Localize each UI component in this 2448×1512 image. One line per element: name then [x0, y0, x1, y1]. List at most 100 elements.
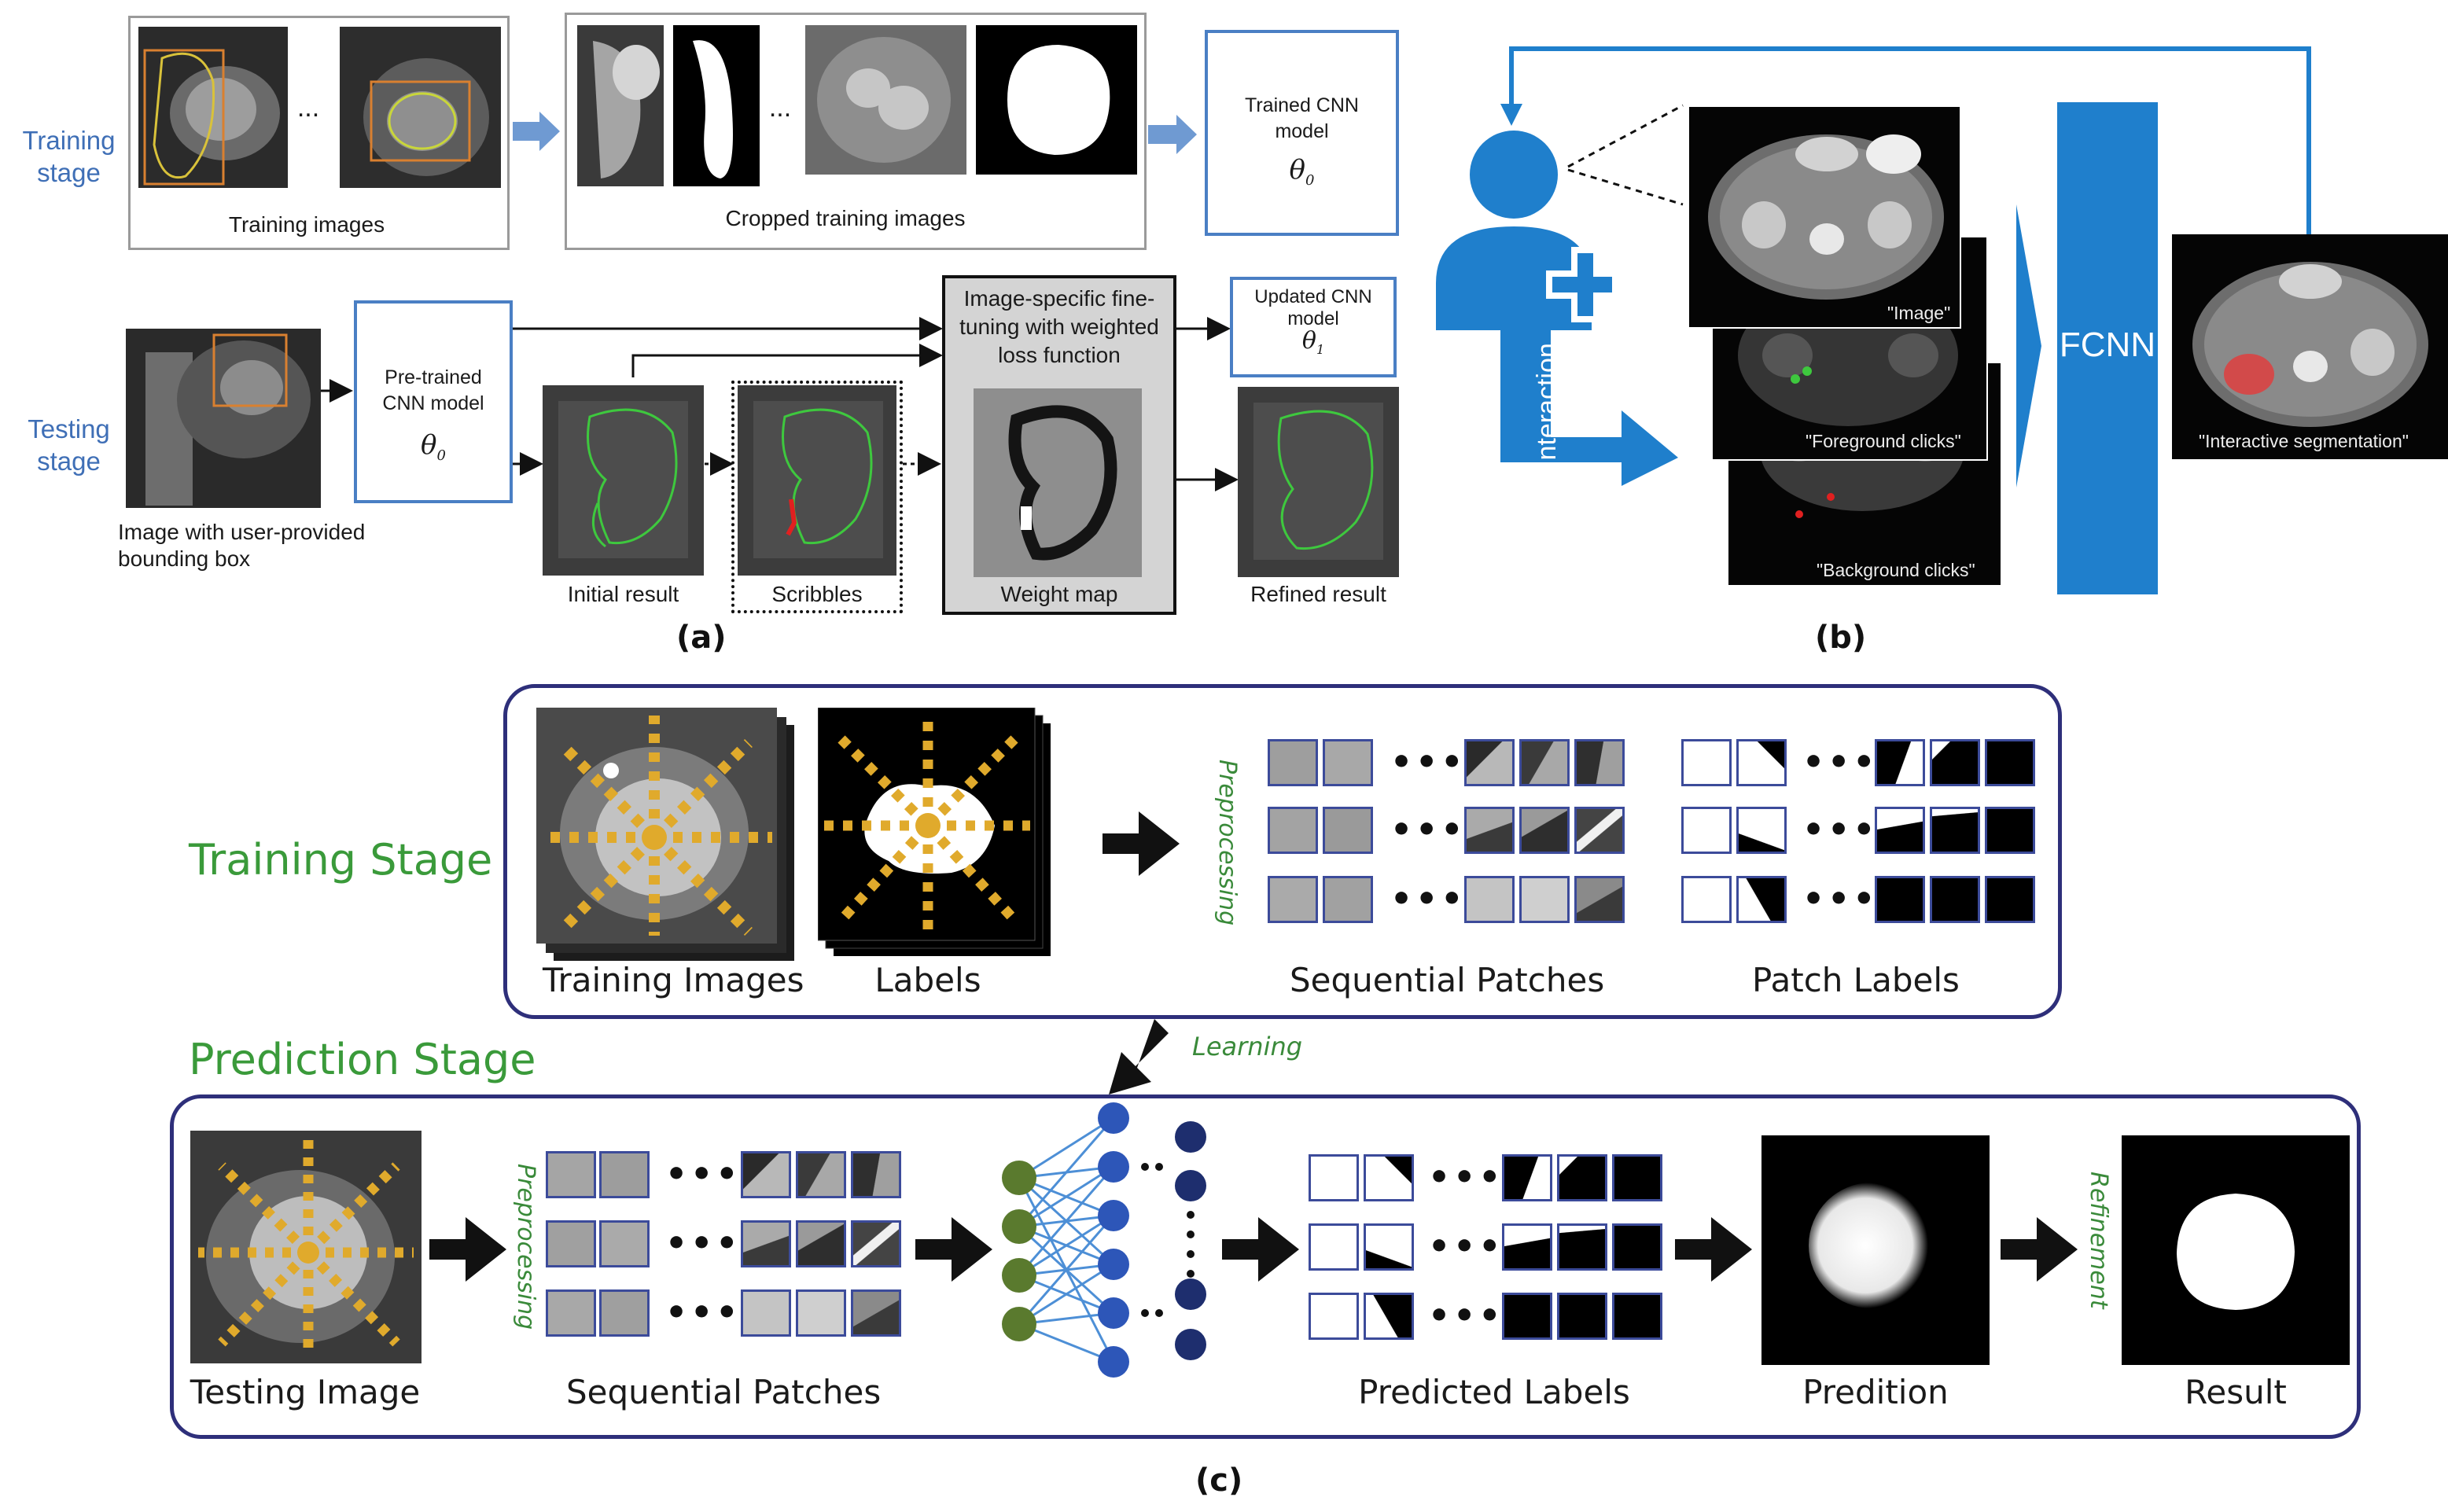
- prediction-stage-title: Prediction Stage: [189, 1035, 536, 1084]
- refinement-label: Refinement: [2085, 1172, 2112, 1309]
- training-mri-2: [340, 27, 501, 188]
- cropped-mri-1: [577, 25, 664, 186]
- train-patch: [1268, 876, 1318, 923]
- patch-label: [1985, 807, 2035, 854]
- testing-mri-bbox: [126, 329, 321, 508]
- testing-image-label: Testing Image: [190, 1373, 421, 1411]
- train-patch: [1519, 739, 1570, 786]
- patch-label: [1985, 876, 2035, 923]
- training-ellipsis: ...: [296, 93, 320, 123]
- ct-image: [1688, 105, 1961, 329]
- panel-c-letter: (c): [1195, 1462, 1243, 1499]
- prediction-image: [1761, 1135, 1990, 1365]
- finetune-line1: Image-specific fine-: [963, 286, 1155, 311]
- cropped-mri-2: [805, 25, 966, 175]
- training-stage-title: Training Stage: [189, 835, 493, 885]
- arrow-train-2: [1148, 115, 1197, 154]
- train-patch: [1268, 807, 1318, 854]
- initial-result-image: [543, 385, 704, 576]
- learning-label: Learning: [1192, 1032, 1303, 1061]
- labels-stack: [818, 708, 1051, 956]
- patch-label: [1736, 876, 1787, 923]
- callout-lines: [1567, 104, 1684, 206]
- predicted-label: [1502, 1154, 1552, 1201]
- sequential-patches-label-training: Sequential Patches: [1290, 961, 1605, 999]
- train-patch: [1323, 807, 1373, 854]
- predicted-labels-label: Predicted Labels: [1358, 1373, 1630, 1411]
- train-patch: [1519, 876, 1570, 923]
- train-patch: [1323, 876, 1373, 923]
- train-patch: [1268, 739, 1318, 786]
- fcnn-block: [2057, 102, 2158, 594]
- pred-patch: [599, 1289, 650, 1337]
- finetune-line2: tuning with weighted: [959, 315, 1159, 339]
- trained-theta0: θ0: [1289, 154, 1315, 189]
- updated-line2: model: [1287, 308, 1339, 329]
- train-patch: [1519, 807, 1570, 854]
- panel-a-letter: (a): [676, 620, 727, 656]
- train-patch: [1574, 876, 1625, 923]
- pred-patch: [741, 1289, 791, 1337]
- pred-patch: [851, 1289, 901, 1337]
- train-dots-3: •••: [1390, 879, 1467, 919]
- preprocessing-label-training: Preprocessing: [1213, 760, 1241, 926]
- interaction-label: Interaction: [1532, 343, 1562, 468]
- pred-patch: [851, 1151, 901, 1198]
- train-dots-1: •••: [1390, 742, 1467, 782]
- pred-patch: [851, 1220, 901, 1267]
- label-dots-3: •••: [1802, 879, 1879, 919]
- updated-cnn-box: Updated CNN model θ1: [1230, 277, 1397, 377]
- panel-b-letter: (b): [1815, 620, 1867, 656]
- patch-label: [1681, 876, 1732, 923]
- patch-label: [1985, 739, 2035, 786]
- user-icon: [1436, 131, 1612, 330]
- weight-map-image: [974, 388, 1142, 577]
- pred-dots-3: •••: [665, 1293, 742, 1333]
- predicted-label: [1364, 1154, 1414, 1201]
- weight-map-label: Weight map: [1000, 582, 1118, 606]
- pred-patch: [741, 1220, 791, 1267]
- patch-label: [1736, 739, 1787, 786]
- cropped-images-label: Cropped training images: [725, 206, 966, 230]
- label-dots-1: •••: [1802, 742, 1879, 782]
- pred-patch: [546, 1151, 596, 1198]
- train-patch: [1464, 739, 1515, 786]
- training-stage-frame: [503, 684, 2062, 1019]
- train-dots-2: •••: [1390, 810, 1467, 850]
- trained-model-line2: model: [1275, 120, 1329, 142]
- pretrained-line1: Pre-trained: [385, 366, 482, 388]
- sequential-patches-label-prediction: Sequential Patches: [566, 1373, 882, 1411]
- interaction-arrow: [1500, 322, 1678, 486]
- label-dots-2: •••: [1802, 810, 1879, 850]
- predicted-label: [1309, 1293, 1359, 1340]
- patch-label: [1681, 739, 1732, 786]
- labels-label: Labels: [874, 961, 981, 999]
- finetune-line3: loss function: [998, 343, 1121, 367]
- result-image: [2122, 1135, 2350, 1365]
- training-images-label: Training Images: [543, 961, 804, 999]
- training-stage-label: Training stage: [22, 126, 116, 187]
- predicted-label: [1612, 1154, 1662, 1201]
- patch-label: [1930, 807, 1980, 854]
- training-ct-stack: [536, 708, 794, 961]
- patch-label: [1736, 807, 1787, 854]
- pred-patch: [796, 1220, 846, 1267]
- training-images-label: Training images: [228, 212, 385, 237]
- predicted-label: [1612, 1223, 1662, 1271]
- predicted-label: [1364, 1223, 1414, 1271]
- predicted-dots-1: •••: [1428, 1157, 1504, 1197]
- ct-interactive-segmentation: [2172, 234, 2448, 459]
- pretrained-cnn-box: Pre-trained CNN model θ0: [354, 300, 513, 503]
- patch-labels-label: Patch Labels: [1752, 961, 1960, 999]
- pred-patch: [599, 1151, 650, 1198]
- train-patch: [1574, 739, 1625, 786]
- updated-theta1: θ1: [1301, 327, 1325, 358]
- foreground-clicks-caption: "Foreground clicks": [1806, 431, 1961, 451]
- prediction-stage-frame: [170, 1094, 2361, 1439]
- pred-patch: [796, 1151, 846, 1198]
- predition-label: Predition: [1802, 1373, 1949, 1411]
- pred-dots-2: •••: [665, 1223, 742, 1264]
- scribbles-label: Scribbles: [771, 582, 863, 606]
- cropped-mask-1: [673, 25, 760, 186]
- cropped-ellipsis: ...: [768, 93, 792, 123]
